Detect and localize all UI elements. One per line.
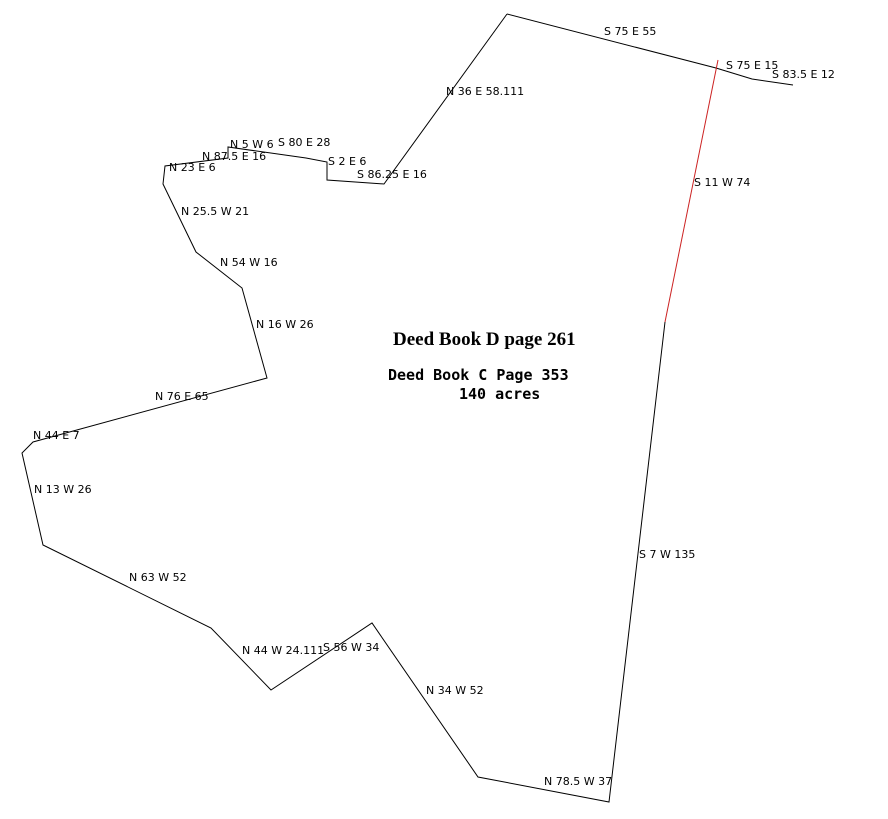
segment-label: N 5 W 6 bbox=[230, 138, 274, 151]
segment-label: N 76 E 65 bbox=[155, 390, 209, 403]
segment-label: S 2 E 6 bbox=[328, 155, 366, 168]
segment-label: N 54 W 16 bbox=[220, 256, 278, 269]
highlighted-boundary-line bbox=[664, 59, 719, 323]
segment-label: S 56 W 34 bbox=[323, 641, 379, 654]
segment-label: N 78.5 W 37 bbox=[544, 775, 612, 788]
segment-label: N 63 W 52 bbox=[129, 571, 187, 584]
segment-label: S 7 W 135 bbox=[639, 548, 695, 561]
segment-label: S 75 E 15 bbox=[726, 59, 778, 72]
segment-label: N 87.5 E 16 bbox=[202, 150, 266, 163]
segment-label: N 25.5 W 21 bbox=[181, 205, 249, 218]
segment-label: S 75 E 55 bbox=[604, 25, 656, 38]
deed-subtitle: Deed Book C Page 353 bbox=[388, 366, 569, 384]
segment-label: N 23 E 6 bbox=[169, 161, 216, 174]
segment-label: N 34 W 52 bbox=[426, 684, 484, 697]
deed-title: Deed Book D page 261 bbox=[393, 329, 576, 350]
segment-label: N 44 W 24.111 bbox=[242, 644, 324, 657]
boundary-line bbox=[506, 13, 794, 86]
segment-label: N 36 E 58.111 bbox=[446, 85, 524, 98]
acreage-label: 140 acres bbox=[459, 385, 540, 403]
segment-label: N 13 W 26 bbox=[34, 483, 92, 496]
segment-label: S 80 E 28 bbox=[278, 136, 330, 149]
segment-label: S 83.5 E 12 bbox=[772, 68, 835, 81]
segment-label: S 11 W 74 bbox=[694, 176, 750, 189]
segment-label: N 44 E 7 bbox=[33, 429, 80, 442]
segment-label: S 86.25 E 16 bbox=[357, 168, 427, 181]
boundary-line bbox=[21, 13, 666, 803]
segment-label: N 16 W 26 bbox=[256, 318, 314, 331]
